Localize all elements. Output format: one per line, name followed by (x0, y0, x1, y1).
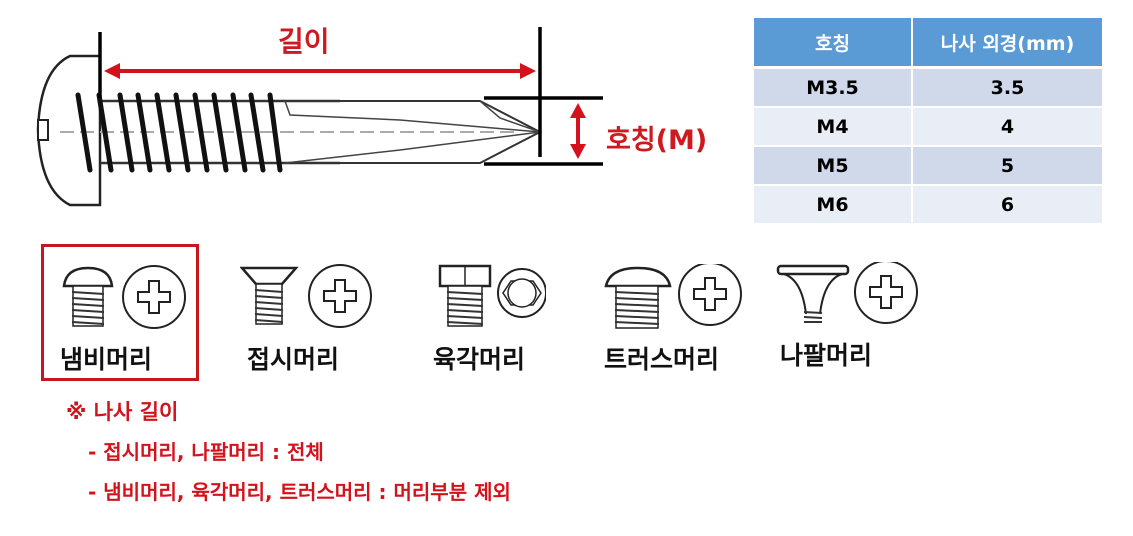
pan-head-screw-icon (62, 265, 186, 329)
cell-outer-diameter: 5 (912, 146, 1102, 186)
head-type-label: 접시머리 (247, 345, 340, 374)
screw-length-note-title: ※ 나사 길이 (66, 400, 179, 424)
truss-head-screw-icon (604, 264, 742, 329)
header-outer-diameter: 나사 외경(mm) (912, 18, 1102, 69)
table-row: M5 5 (754, 146, 1102, 186)
selected-head-type-highlight (41, 244, 199, 381)
self-drilling-screw-diagram (36, 27, 603, 207)
table-row: M4 4 (754, 107, 1102, 147)
cell-outer-diameter: 6 (912, 185, 1102, 225)
head-type-label: 나팔머리 (780, 341, 873, 370)
head-type-label: 트러스머리 (604, 345, 720, 374)
nominal-size-table: 호칭 나사 외경(mm) M3.5 3.5 M4 4 M5 5 M6 6 (754, 18, 1102, 225)
nominal-diameter-label: 호칭(M) (606, 125, 708, 156)
bugle-head-screw-icon (776, 262, 918, 324)
cell-nominal: M3.5 (754, 67, 913, 108)
head-type-label: 육각머리 (433, 345, 526, 374)
cell-nominal: M6 (754, 185, 913, 225)
note-line: - 냄비머리, 육각머리, 트러스머리 : 머리부분 제외 (88, 480, 511, 504)
table-header-row: 호칭 나사 외경(mm) (754, 18, 1102, 69)
table-row: M6 6 (754, 185, 1102, 225)
table-row: M3.5 3.5 (754, 67, 1102, 108)
cell-outer-diameter: 4 (912, 107, 1102, 147)
note-line: - 접시머리, 나팔머리 : 전체 (88, 440, 324, 464)
header-nominal: 호칭 (754, 18, 913, 69)
cell-outer-diameter: 3.5 (912, 67, 1102, 108)
length-label: 길이 (278, 25, 330, 58)
head-type-label: 냄비머리 (60, 345, 153, 374)
flat-head-screw-icon (240, 264, 372, 328)
cell-nominal: M5 (754, 146, 913, 186)
cell-nominal: M4 (754, 107, 913, 147)
hex-head-screw-icon (438, 264, 546, 327)
